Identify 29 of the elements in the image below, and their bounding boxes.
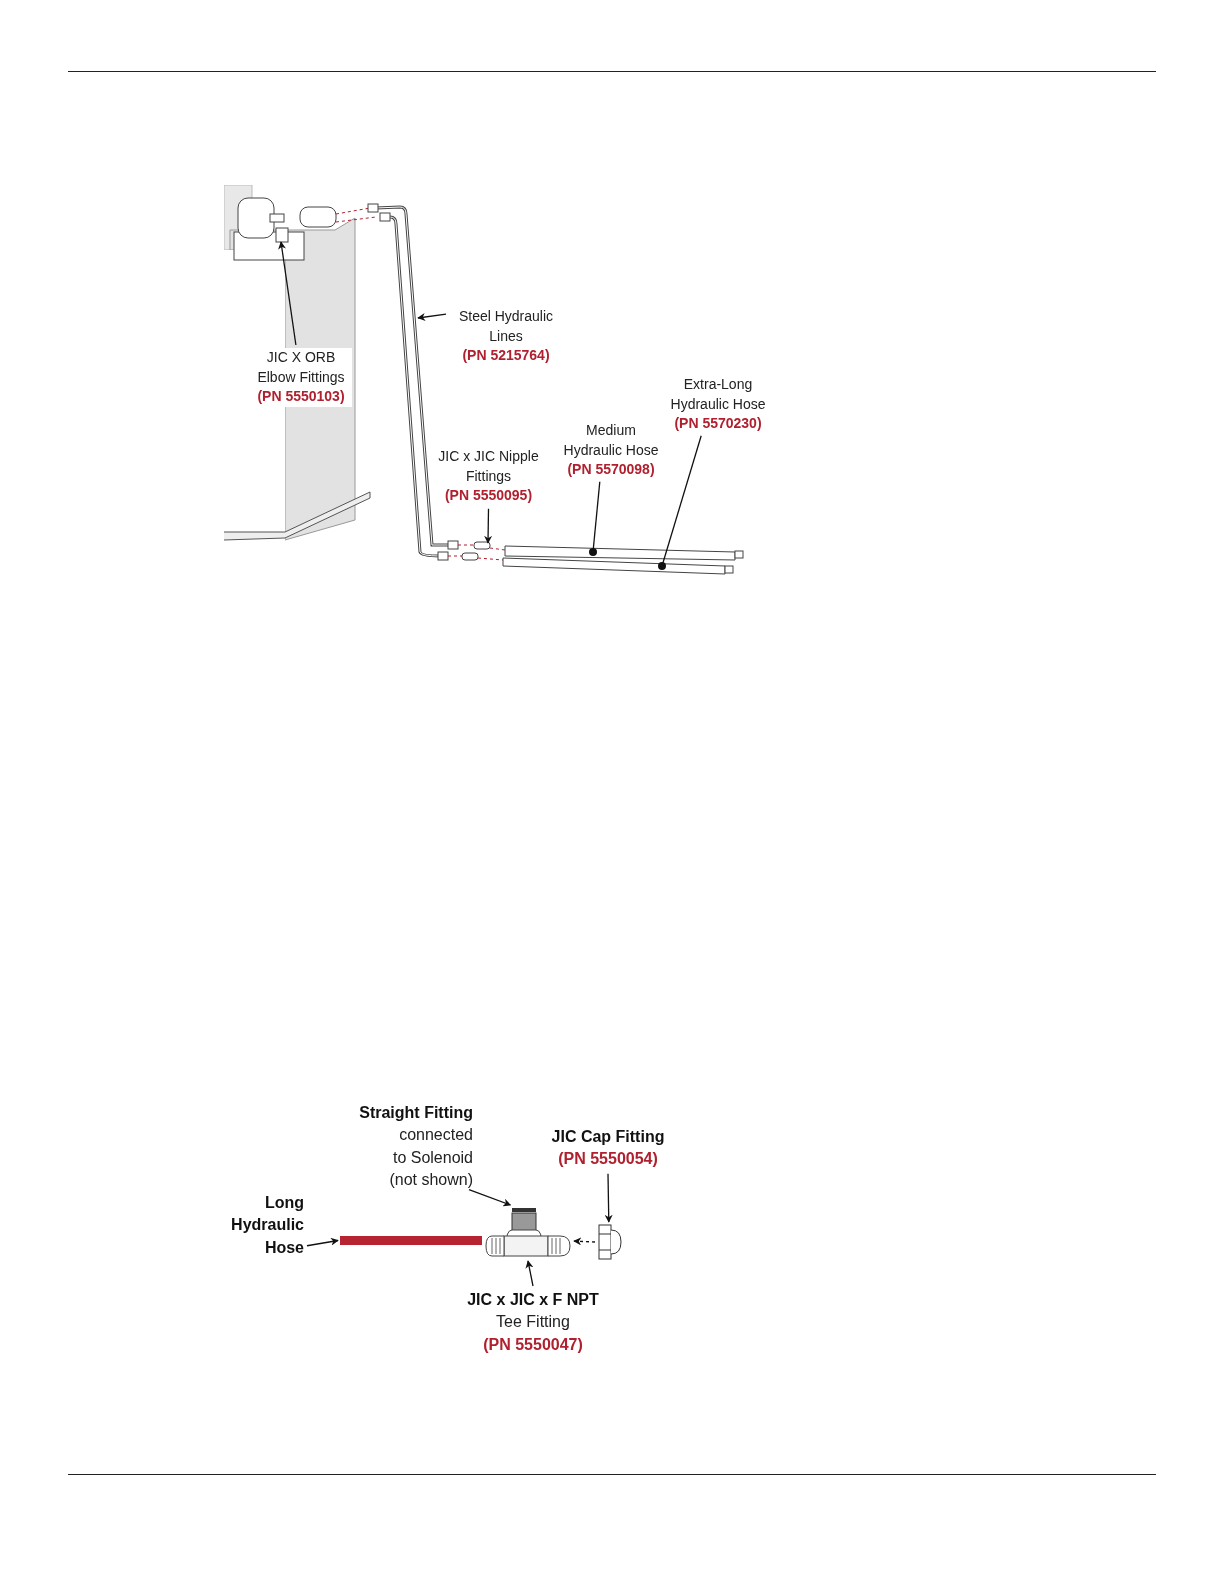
callout-label: Tee Fitting xyxy=(495,1312,571,1333)
leader-line xyxy=(658,435,702,570)
cap-fitting xyxy=(598,1224,622,1260)
arrow xyxy=(525,1260,534,1287)
callout-label: Straight Fitting xyxy=(359,1103,473,1123)
callout-label: Extra-Long Hydraulic Hose xyxy=(669,375,767,414)
hydraulic-hose xyxy=(340,1236,482,1245)
arrow xyxy=(573,1237,596,1246)
arrow xyxy=(278,241,297,346)
callout-label: JIC Cap Fitting xyxy=(550,1127,666,1147)
arrow xyxy=(468,1188,512,1207)
callout-label: Long Hydraulic Hose xyxy=(230,1193,304,1258)
tee-fitting xyxy=(484,1206,572,1260)
callout-label: Steel Hydraulic Lines xyxy=(457,307,555,346)
arrow xyxy=(604,1173,613,1223)
part-number: (PN 5550054) xyxy=(557,1149,659,1170)
leader-line xyxy=(589,481,601,556)
arrow xyxy=(306,1237,339,1247)
callout-label: connected to Solenoid (not shown) xyxy=(388,1125,473,1191)
part-number: (PN 5550047) xyxy=(482,1334,584,1355)
callout-label: JIC x JIC x F NPT xyxy=(466,1290,600,1310)
part-number: (PN 5570098) xyxy=(566,460,656,480)
arrow xyxy=(417,313,447,321)
part-number: (PN 5570230) xyxy=(673,414,763,434)
callout-label: Medium Hydraulic Hose xyxy=(562,421,660,460)
callout-label: JIC x JIC Nipple Fittings xyxy=(438,447,539,486)
part-number: (PN 5550095) xyxy=(443,486,534,506)
part-number: (PN 5215764) xyxy=(461,346,551,366)
arrow xyxy=(484,508,493,544)
